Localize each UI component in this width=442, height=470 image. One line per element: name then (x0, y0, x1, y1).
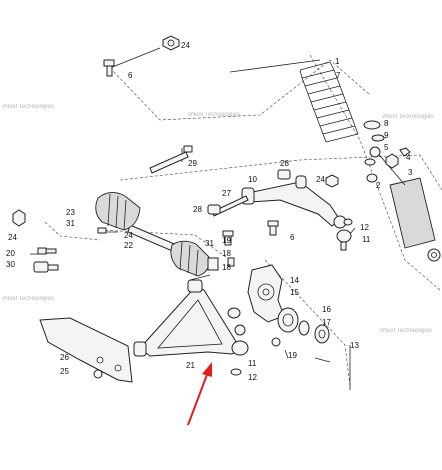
ring-16 (298, 320, 310, 336)
nut-24-mid (325, 174, 339, 188)
callout-7: 7 (336, 71, 341, 80)
outline-top (109, 59, 371, 121)
callout-28-lower: 28 (193, 205, 202, 214)
callout-27: 27 (222, 189, 231, 198)
callout-1: 1 (335, 57, 340, 66)
callout-17: 17 (322, 318, 331, 327)
ball-joint-11-upper (336, 229, 352, 251)
callout-12-upper: 12 (360, 223, 369, 232)
callout-24-top: 24 (181, 41, 190, 50)
bolt-6-top (103, 59, 115, 77)
callout-9: 9 (384, 131, 389, 140)
indicator-arrow (187, 362, 212, 426)
callout-18: 18 (222, 249, 231, 258)
bolt-25 (93, 369, 103, 379)
callout-11-upper: 11 (362, 235, 371, 244)
callout-15: 15 (290, 288, 299, 297)
callout-26: 26 (60, 353, 69, 362)
watermark-center: vNext Technologies (188, 112, 240, 118)
callout-8: 8 (384, 119, 389, 128)
nut-24-top (162, 35, 180, 51)
hub-stub-30 (33, 261, 59, 273)
callout-31-right: 31 (205, 239, 214, 248)
callout-11-lower: 11 (248, 359, 257, 368)
callout-2: 2 (376, 181, 381, 190)
clip-12-upper (343, 218, 353, 226)
callout-10: 10 (248, 175, 257, 184)
callout-20: 20 (6, 249, 15, 258)
outline-left (44, 221, 101, 241)
ball-joint-11-lower (231, 324, 249, 356)
cv-boot-23 (95, 192, 141, 231)
watermark-left-bottom: vNext Technologies (2, 296, 54, 302)
callout-24-axle: 24 (124, 231, 133, 240)
callout-21: 21 (186, 361, 195, 370)
callout-30: 30 (6, 260, 15, 269)
watermark-left-top: vNext Technologies (2, 104, 54, 110)
callout-13: 13 (350, 341, 359, 350)
washer-19-lower (271, 337, 281, 347)
callout-14: 14 (290, 276, 299, 285)
callout-5: 5 (384, 143, 389, 152)
outline-mid (119, 154, 442, 191)
callout-31-left: 31 (66, 219, 75, 228)
steering-knuckle-14 (247, 264, 285, 323)
bolt-6-mid (267, 220, 279, 236)
callout-28-upper: 28 (280, 159, 289, 168)
callout-25: 25 (60, 367, 69, 376)
bushing-28-upper (277, 169, 291, 180)
rod-29 (149, 145, 193, 174)
callout-24-left: 24 (8, 233, 17, 242)
watermarks: vNext Technologies vNext Technologies vN… (2, 104, 434, 334)
spring-1 (299, 61, 359, 143)
callout-19-lower: 19 (288, 351, 297, 360)
bearing-15 (277, 307, 299, 333)
shock-absorber-3 (369, 146, 436, 249)
callout-3: 3 (408, 168, 413, 177)
outline-knuckle (264, 259, 351, 386)
lower-a-arm-21 (133, 279, 241, 357)
callout-4: 4 (406, 153, 411, 162)
bolt-24-axle (97, 227, 107, 234)
callout-22: 22 (124, 241, 133, 250)
shock-lower-mount (427, 248, 441, 262)
washer-mid (227, 307, 241, 319)
cv-boot-31 (170, 240, 219, 277)
callout-19-top: 19 (222, 236, 231, 245)
bolt-19-top (222, 230, 234, 246)
clip-12-lower (230, 368, 242, 376)
callout-16: 16 (322, 305, 331, 314)
watermark-right-top: vNext Technologies (382, 114, 434, 120)
callout-6-top: 6 (128, 71, 133, 80)
callout-12-lower: 12 (248, 373, 257, 382)
callout-6-mid: 6 (290, 233, 295, 242)
callout-18-ring: 18 (222, 263, 231, 272)
bushing-28-lower (207, 204, 221, 215)
outline-shock (309, 54, 441, 291)
fitting-18 (227, 257, 235, 267)
skid-plate-26 (39, 317, 133, 383)
callout-labels: 24 6 1 7 8 9 5 4 3 2 29 28 10 24 27 28 1… (6, 41, 413, 382)
spring-seats (363, 120, 411, 183)
nut-24-left (12, 209, 26, 227)
callout-23: 23 (66, 208, 75, 217)
bolt-20 (37, 247, 57, 255)
callout-29: 29 (188, 159, 197, 168)
seal-17 (314, 324, 330, 344)
pin-27 (211, 195, 249, 217)
watermark-right-bottom: vNext Technologies (380, 328, 432, 334)
callout-24-mid: 24 (316, 175, 325, 184)
